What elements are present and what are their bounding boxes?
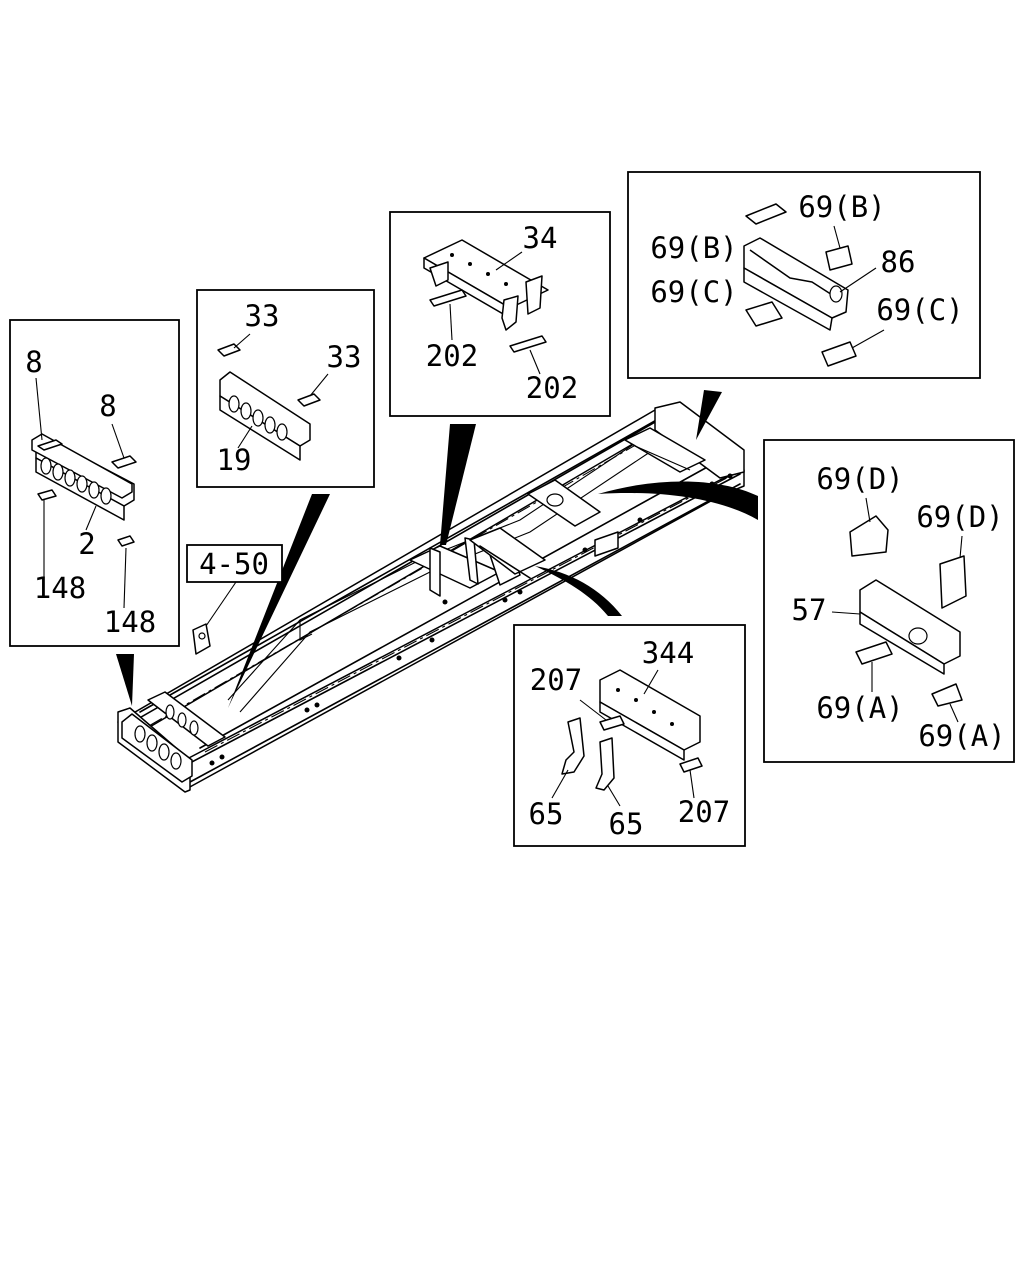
label-86: 86 — [881, 245, 916, 279]
frame-third-crossmember — [469, 527, 546, 579]
label-148-left: 148 — [34, 571, 86, 605]
label-33-top: 33 — [245, 299, 280, 333]
label-65-left: 65 — [529, 797, 564, 831]
label-202-right: 202 — [526, 371, 578, 405]
reference-4-50: 4-50 — [186, 544, 283, 655]
reference-box — [186, 544, 283, 583]
frame-rear-crossmember — [624, 427, 706, 473]
frame-fourth-crossmember — [527, 479, 619, 557]
label-69C-left: 69(C) — [650, 275, 737, 309]
label-69B-top: 69(B) — [798, 190, 885, 224]
label-33-right: 33 — [327, 340, 362, 374]
label-69D-top: 69(D) — [816, 462, 903, 496]
label-8-right: 8 — [99, 389, 116, 423]
label-19: 19 — [217, 443, 252, 477]
callout-box-middle — [389, 211, 611, 417]
label-69D-right: 69(D) — [916, 500, 1003, 534]
label-34: 34 — [523, 221, 558, 255]
label-202-left: 202 — [426, 339, 478, 373]
label-69A-left: 69(A) — [816, 691, 903, 725]
label-344: 344 — [642, 636, 694, 670]
label-69A-right: 69(A) — [918, 719, 1005, 753]
frame-front-crossmember — [121, 691, 226, 783]
label-148-right: 148 — [104, 605, 156, 639]
label-207-top: 207 — [530, 663, 582, 697]
leader-wedges — [116, 390, 758, 708]
label-69B-left: 69(B) — [650, 231, 737, 265]
callout-front-crossmember: 8 8 2 148 148 — [9, 319, 180, 647]
chassis-frame — [117, 401, 745, 793]
label-65-right: 65 — [609, 807, 644, 841]
reference-label: 4-50 — [199, 547, 269, 581]
label-8-left: 8 — [25, 345, 42, 379]
label-57: 57 — [792, 593, 827, 627]
callout-second-crossmember: 33 33 19 — [196, 289, 375, 488]
callout-third-crossmember: 344 207 207 65 65 — [513, 624, 746, 847]
label-2: 2 — [78, 527, 95, 561]
callout-fourth-crossmember: 69(D) 69(D) 57 69(A) 69(A) — [763, 439, 1015, 763]
label-69C-right: 69(C) — [876, 293, 963, 327]
callout-rear-crossmember: 69(B) 69(B) 69(C) 69(C) 86 — [627, 171, 981, 379]
label-207-bottom: 207 — [678, 795, 730, 829]
callout-middle-crossmember: 34 202 202 — [389, 211, 611, 417]
callout-box-third — [513, 624, 746, 847]
